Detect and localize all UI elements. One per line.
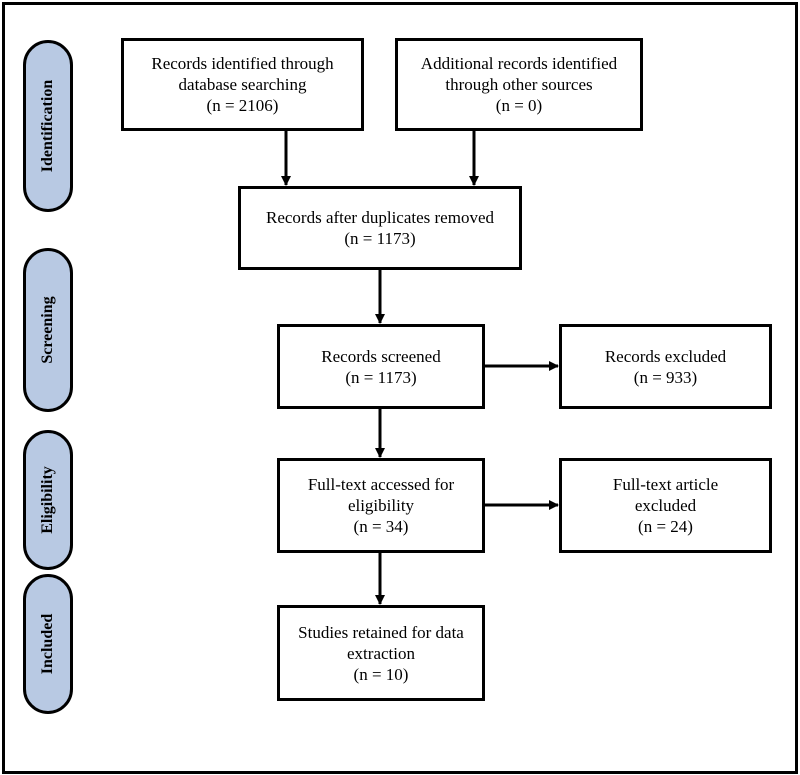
box-retained-line2: extraction bbox=[347, 643, 415, 663]
box-excluded-line1: Records excluded bbox=[604, 346, 727, 366]
phase-screening: Screening bbox=[23, 248, 73, 412]
box-other-line3: (n = 0) bbox=[495, 96, 543, 115]
box-duplicates-line1: Records after duplicates removed bbox=[266, 208, 494, 227]
box-records-screened: Records screened (n = 1173) bbox=[277, 324, 485, 409]
box-fulltext-excluded-line1: Full-text article bbox=[612, 475, 719, 494]
box-retained-line3: (n = 10) bbox=[353, 664, 409, 684]
phase-eligibility: Eligibility bbox=[23, 430, 73, 570]
box-fulltext-excluded-line3: (n = 24) bbox=[638, 517, 693, 536]
box-fulltext-line1: Full-text accessed for bbox=[307, 475, 455, 494]
box-fulltext-excluded: Full-text article excluded (n = 24) bbox=[559, 458, 772, 553]
box-other-sources: Additional records identified through ot… bbox=[395, 38, 643, 131]
box-database-line1: Records identified through bbox=[151, 54, 334, 73]
phase-included: Included bbox=[23, 574, 73, 714]
box-fulltext-line2: eligibility bbox=[347, 496, 415, 515]
box-duplicates-removed: Records after duplicates removed (n = 11… bbox=[238, 186, 522, 270]
box-duplicates-line2: (n = 1173) bbox=[344, 229, 416, 248]
box-fulltext-excluded-line2: excluded bbox=[634, 496, 697, 515]
box-other-line2: through other sources bbox=[445, 75, 593, 94]
box-screened-line2: (n = 1173) bbox=[345, 367, 417, 387]
box-retained-line1: Studies retained for data bbox=[298, 622, 464, 642]
box-fulltext-line3: (n = 34) bbox=[353, 517, 409, 536]
box-records-excluded: Records excluded (n = 933) bbox=[559, 324, 772, 409]
phase-identification: Identification bbox=[23, 40, 73, 212]
box-fulltext-accessed: Full-text accessed for eligibility (n = … bbox=[277, 458, 485, 553]
box-excluded-line2: (n = 933) bbox=[633, 367, 698, 387]
box-other-line1: Additional records identified bbox=[420, 54, 618, 73]
box-database-line3: (n = 2106) bbox=[206, 96, 279, 115]
box-screened-line1: Records screened bbox=[321, 346, 441, 366]
box-database-records: Records identified through database sear… bbox=[121, 38, 364, 131]
box-database-line2: database searching bbox=[178, 75, 307, 94]
box-studies-retained: Studies retained for data extraction (n … bbox=[277, 605, 485, 701]
